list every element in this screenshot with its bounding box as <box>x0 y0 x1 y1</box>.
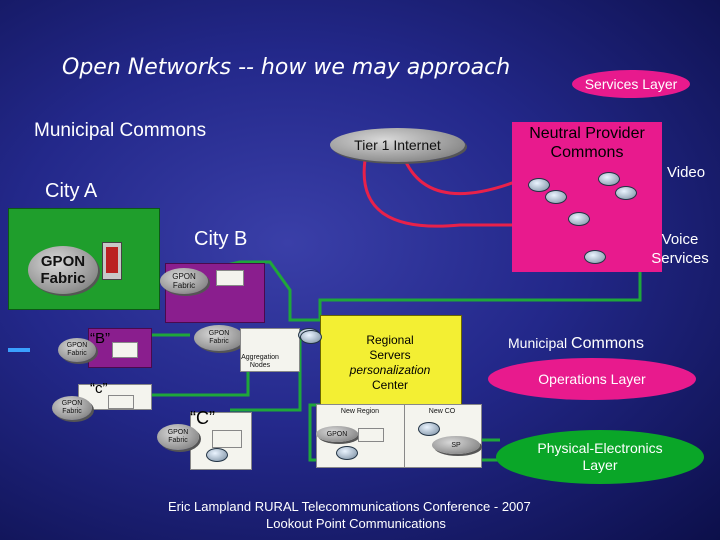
physical-line2: Layer <box>582 457 618 473</box>
gpon-c-line2: Fabric <box>168 437 188 444</box>
router-icon <box>300 330 322 344</box>
gpon-left-line1: GPON <box>66 342 88 349</box>
voice-services-label: Voice Services <box>645 230 715 268</box>
green-backbone-link <box>204 260 642 322</box>
router-icon <box>615 186 637 200</box>
new-region-label: New Region <box>340 408 380 415</box>
neutral-provider-label: Neutral Provider Commons <box>512 124 662 162</box>
footer-line2: Lookout Point Communications <box>266 516 446 531</box>
aggregation-line2: Nodes <box>249 362 271 369</box>
gpon-fabric-cloud-cityb: GPON Fabric <box>160 268 208 294</box>
voice-line2: Services <box>651 250 709 267</box>
gpon-mid-line1: GPON <box>208 330 230 337</box>
gpon-fabric-cloud-left: GPON Fabric <box>58 338 96 362</box>
gpon-left2-line2: Fabric <box>62 408 82 415</box>
olt-cabinet-icon <box>102 242 122 280</box>
new-co-box <box>404 404 482 468</box>
new-co-label: New CO <box>428 408 456 415</box>
router-icon <box>545 190 567 204</box>
neutral-provider-line2: Commons <box>550 144 624 161</box>
city-b-label: City B <box>194 228 248 250</box>
gpon-fabric-large-line1: GPON <box>40 253 86 270</box>
new-region-node-box <box>358 428 384 442</box>
regional-line1: Regional <box>366 333 414 347</box>
regional-line2: Servers <box>369 348 411 362</box>
router-icon <box>598 172 620 186</box>
city-a-label: City A <box>45 180 98 202</box>
commons-word: Commons <box>571 335 644 352</box>
physical-electronics-layer-pill: Physical-Electronics Layer <box>496 430 704 484</box>
gpon-fabric-large-line2: Fabric <box>40 270 86 287</box>
aggregation-label: Aggregation Nodes <box>240 354 280 370</box>
router-icon <box>418 422 440 436</box>
router-icon <box>528 178 550 192</box>
c-node-box <box>212 430 242 448</box>
tier1-internet-cloud: Tier 1 Internet <box>330 128 465 162</box>
aggregation-box <box>240 328 300 372</box>
c-small-quote-label: “c” <box>90 380 108 397</box>
aggregation-line1: Aggregation <box>241 354 279 361</box>
router-icon <box>206 448 228 462</box>
c-big-quote-label: “C” <box>190 408 215 428</box>
sp-cloud: SP <box>432 436 480 454</box>
internet-to-neutral-link <box>403 159 521 196</box>
olt-node-box <box>216 270 244 286</box>
b-quote-label: “B” <box>90 330 110 347</box>
municipal-commons-heading: Municipal Commons <box>34 120 207 141</box>
regional-servers-box <box>320 315 462 405</box>
router-icon <box>336 446 358 460</box>
gpon-cityb-line1: GPON <box>172 272 196 281</box>
neutral-provider-box <box>512 122 662 272</box>
b-node-box <box>112 342 138 358</box>
operations-layer-pill: Operations Layer <box>488 358 696 400</box>
gpon-small-cloud: GPON <box>316 426 358 442</box>
footer-line1: Eric Lampland RURAL Telecommunications C… <box>168 499 531 514</box>
internet-to-city-link <box>362 159 622 240</box>
video-label: Video <box>667 164 706 181</box>
gpon-fabric-cloud-large: GPON Fabric <box>28 246 98 294</box>
sp-label: SP <box>451 441 461 449</box>
footer-credit: Eric Lampland RURAL Telecommunications C… <box>168 498 531 532</box>
neutral-provider-line1: Neutral Provider <box>529 125 645 142</box>
gpon-fabric-cloud-left2: GPON Fabric <box>52 396 92 420</box>
gpon-left-line2: Fabric <box>67 350 87 357</box>
voice-line1: Voice <box>661 231 699 248</box>
gpon-fabric-cloud-mid: GPON Fabric <box>194 325 244 351</box>
tier1-internet-label: Tier 1 Internet <box>354 137 441 153</box>
physical-line1: Physical-Electronics <box>537 440 663 456</box>
gpon-fabric-cloud-c: GPON Fabric <box>157 424 199 450</box>
municipal-commons-right-label: Municipal Commons <box>508 335 644 353</box>
router-icon <box>568 212 590 226</box>
gpon-mid-line2: Fabric <box>209 338 229 345</box>
regional-servers-label: Regional Servers personalization Center <box>340 333 440 393</box>
gpon-c-line1: GPON <box>167 429 189 436</box>
gpon-cityb-line2: Fabric <box>172 281 196 290</box>
regional-line4: Center <box>371 378 409 392</box>
page-title: Open Networks -- how we may approach <box>62 55 511 80</box>
gpon-left2-line1: GPON <box>61 400 83 407</box>
gpon-small-label: GPON <box>326 430 348 438</box>
regional-line3: personalization <box>349 363 431 377</box>
router-icon <box>584 250 606 264</box>
services-layer-pill: Services Layer <box>572 70 690 98</box>
c-node-box <box>108 395 134 409</box>
municipal-word: Municipal <box>508 335 568 351</box>
